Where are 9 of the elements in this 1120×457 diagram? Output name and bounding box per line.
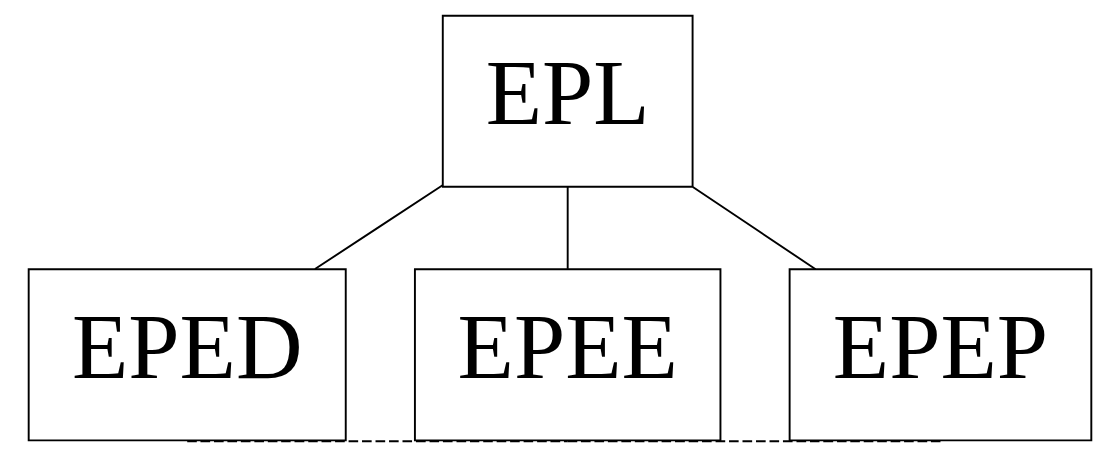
node-box: EPEE <box>413 268 722 442</box>
connector <box>566 186 569 270</box>
connector <box>691 186 817 271</box>
connector <box>314 184 444 270</box>
node-box: EPED <box>27 268 347 442</box>
node-box: EPL <box>441 14 694 188</box>
node-box: EPEP <box>788 268 1093 442</box>
connector <box>186 440 569 443</box>
connector <box>566 440 942 443</box>
